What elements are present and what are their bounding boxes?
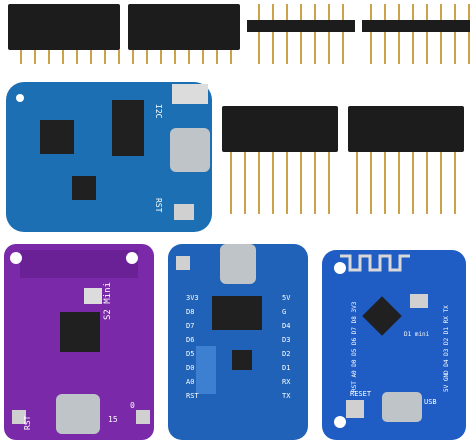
svg-text:RX: RX <box>282 378 291 386</box>
board-purple-s2-mini: S2 Mini RST 15 0 <box>4 244 154 440</box>
male-header-2 <box>362 4 470 64</box>
middle-right-pin-labels: 5V G D4 D3 D2 D1 RX TX <box>282 294 291 400</box>
d1-mini-label: D1 mini <box>404 331 430 338</box>
s2-mini-label: S2 Mini <box>103 282 113 320</box>
purple-rst-label: RST <box>23 415 32 430</box>
svg-text:G: G <box>282 308 286 316</box>
svg-text:D2: D2 <box>282 350 290 358</box>
svg-text:D3: D3 <box>282 336 290 344</box>
female-header-1 <box>8 4 120 64</box>
svg-text:D1: D1 <box>282 364 290 372</box>
purple-zero-label: 0 <box>130 401 135 410</box>
usb-label: USB <box>424 398 437 406</box>
i2c-label: I2C <box>154 104 163 119</box>
svg-text:D5: D5 <box>186 350 194 358</box>
svg-text:D7: D7 <box>186 322 194 330</box>
right-top-pin-labels: RST A0 D0 D5 D6 D7 D8 3V3 <box>351 301 358 392</box>
stacking-header-2 <box>348 106 464 214</box>
board-middle-blue: 3V3 D8 D7 D6 D5 D0 A0 RST 5V G D4 D3 D2 … <box>168 244 308 440</box>
board-top-blue: I2C RST <box>6 82 212 232</box>
male-header-1 <box>247 4 355 64</box>
right-side-pin-labels: 5V GND D4 D3 D2 D1 RX TX <box>443 305 450 392</box>
purple-pin-label: 15 <box>108 415 118 424</box>
svg-text:D8: D8 <box>186 308 194 316</box>
top-rst-label: RST <box>154 198 163 213</box>
svg-text:5V: 5V <box>282 294 291 302</box>
svg-text:D0: D0 <box>186 364 194 372</box>
svg-text:D4: D4 <box>282 322 290 330</box>
svg-text:RST: RST <box>186 392 199 400</box>
middle-left-pin-labels: 3V3 D8 D7 D6 D5 D0 A0 RST <box>186 294 199 400</box>
reset-label: RESET <box>350 390 372 398</box>
board-right-blue: RST A0 D0 D5 D6 D7 D8 3V3 5V GND D4 D3 D… <box>322 250 466 440</box>
svg-text:A0: A0 <box>186 378 194 386</box>
svg-text:D6: D6 <box>186 336 194 344</box>
svg-text:3V3: 3V3 <box>186 294 199 302</box>
stacking-header-1 <box>222 106 338 214</box>
svg-text:TX: TX <box>282 392 291 400</box>
female-header-2 <box>128 4 240 64</box>
